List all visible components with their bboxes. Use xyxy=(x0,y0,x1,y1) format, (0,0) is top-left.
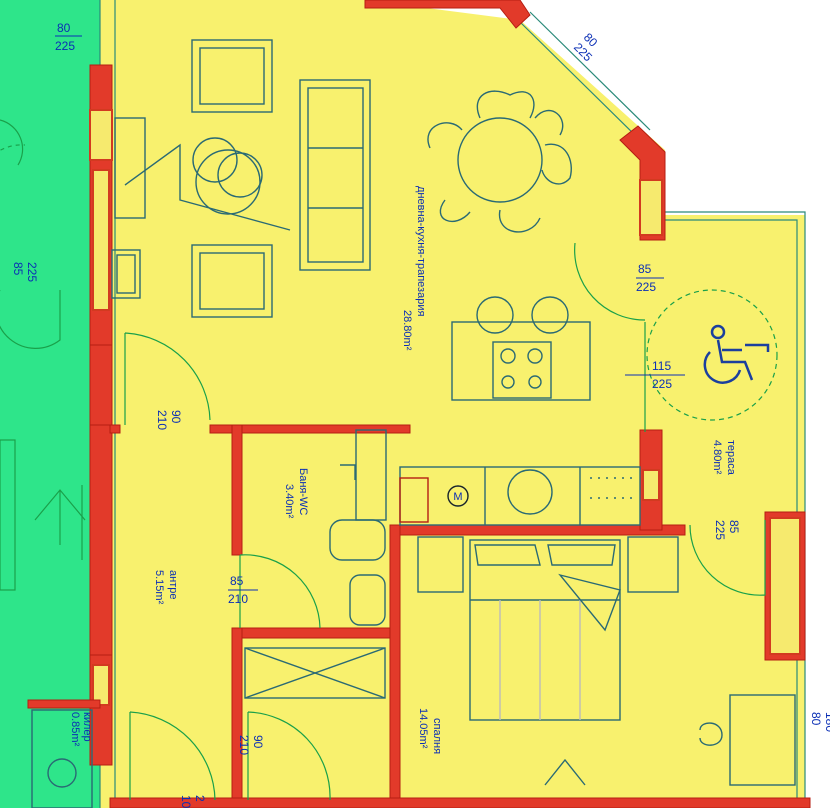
dim-storage-door-height: 90 xyxy=(251,735,265,749)
dim-left-door-width: 85 xyxy=(11,262,25,276)
room-living-name: дневна-кухня-трапезария xyxy=(415,186,427,316)
dim-top-left-height: 225 xyxy=(55,39,75,53)
bedroom-furniture xyxy=(417,536,796,786)
dim-kitchen-window-height: 225 xyxy=(652,377,672,391)
dim-left-door-height: 225 xyxy=(25,262,39,282)
storage-closet xyxy=(31,709,93,808)
dim-entry-door: 90 210 xyxy=(155,410,183,430)
dim-right-edge-width: 80 xyxy=(809,712,823,726)
dim-left-door: 85 225 xyxy=(11,262,39,282)
dim-top-left: 80 225 xyxy=(55,21,82,53)
dim-bath-door-width: 85 xyxy=(230,574,244,588)
dim-top-right: 80 225 xyxy=(571,30,600,64)
dim-right-edge-height: 180 xyxy=(823,712,830,732)
washing-machine-label: M xyxy=(453,491,462,503)
dim-kitchen-window-width: 115 xyxy=(652,359,671,373)
wheelchair-icon xyxy=(703,324,770,384)
dim-bottom-door-height: 2 xyxy=(193,795,207,802)
walls xyxy=(27,0,811,808)
entry-wardrobe xyxy=(244,647,386,699)
dim-entry-door-height: 210 xyxy=(155,410,169,430)
kitchen-counter xyxy=(355,429,641,526)
dim-living-door-height: 225 xyxy=(636,280,656,294)
dim-bottom-door-width: 10 xyxy=(179,795,193,808)
dim-kitchen-window: 115 225 xyxy=(625,359,685,391)
dim-entry-door-width: 90 xyxy=(169,410,183,424)
room-terrace-area: 4.80m² xyxy=(711,440,723,475)
door-swings xyxy=(0,144,778,801)
bathroom-fixtures xyxy=(329,464,386,626)
room-bedroom-area: 14.05m² xyxy=(417,708,429,749)
dim-storage-door: 210 90 xyxy=(237,735,265,755)
dim-living-door: 85 225 xyxy=(636,262,664,294)
dim-bath-door: 85 210 xyxy=(228,574,258,606)
dim-terrace-door-width: 85 xyxy=(727,520,741,534)
room-storage-area: 0.85m² xyxy=(69,712,81,747)
green-area-lower xyxy=(0,680,40,808)
green-area-marks xyxy=(0,119,86,591)
dim-living-door-width: 85 xyxy=(638,262,652,276)
washing-machine-symbol: M xyxy=(447,485,469,507)
room-bath-name: Баня-WC xyxy=(297,468,309,515)
room-living-area: 28.80m² xyxy=(401,310,413,351)
dim-bath-door-height: 210 xyxy=(228,592,248,606)
apartment-floor xyxy=(100,0,805,808)
green-area xyxy=(0,0,100,808)
room-bedroom-name: спалня xyxy=(431,718,443,754)
dim-storage-door-width: 210 xyxy=(237,735,251,755)
room-storage-name: килер xyxy=(81,712,93,742)
dim-terrace-door-height: 225 xyxy=(713,520,727,540)
dining-table xyxy=(427,90,572,233)
room-bath-area: 3.40m² xyxy=(283,484,295,519)
dim-bottom-door: 10 2 xyxy=(179,795,207,808)
dim-right-edge: 80 180 xyxy=(809,712,830,732)
living-furniture xyxy=(111,39,371,318)
dim-terrace-door: 85 225 xyxy=(713,520,741,540)
kitchen-island xyxy=(451,296,591,401)
room-entry-area: 5.15m² xyxy=(153,570,165,605)
dim-top-left-width: 80 xyxy=(57,21,71,35)
room-entry-name: антре xyxy=(167,570,179,599)
room-terrace-name: тераса xyxy=(725,440,737,476)
